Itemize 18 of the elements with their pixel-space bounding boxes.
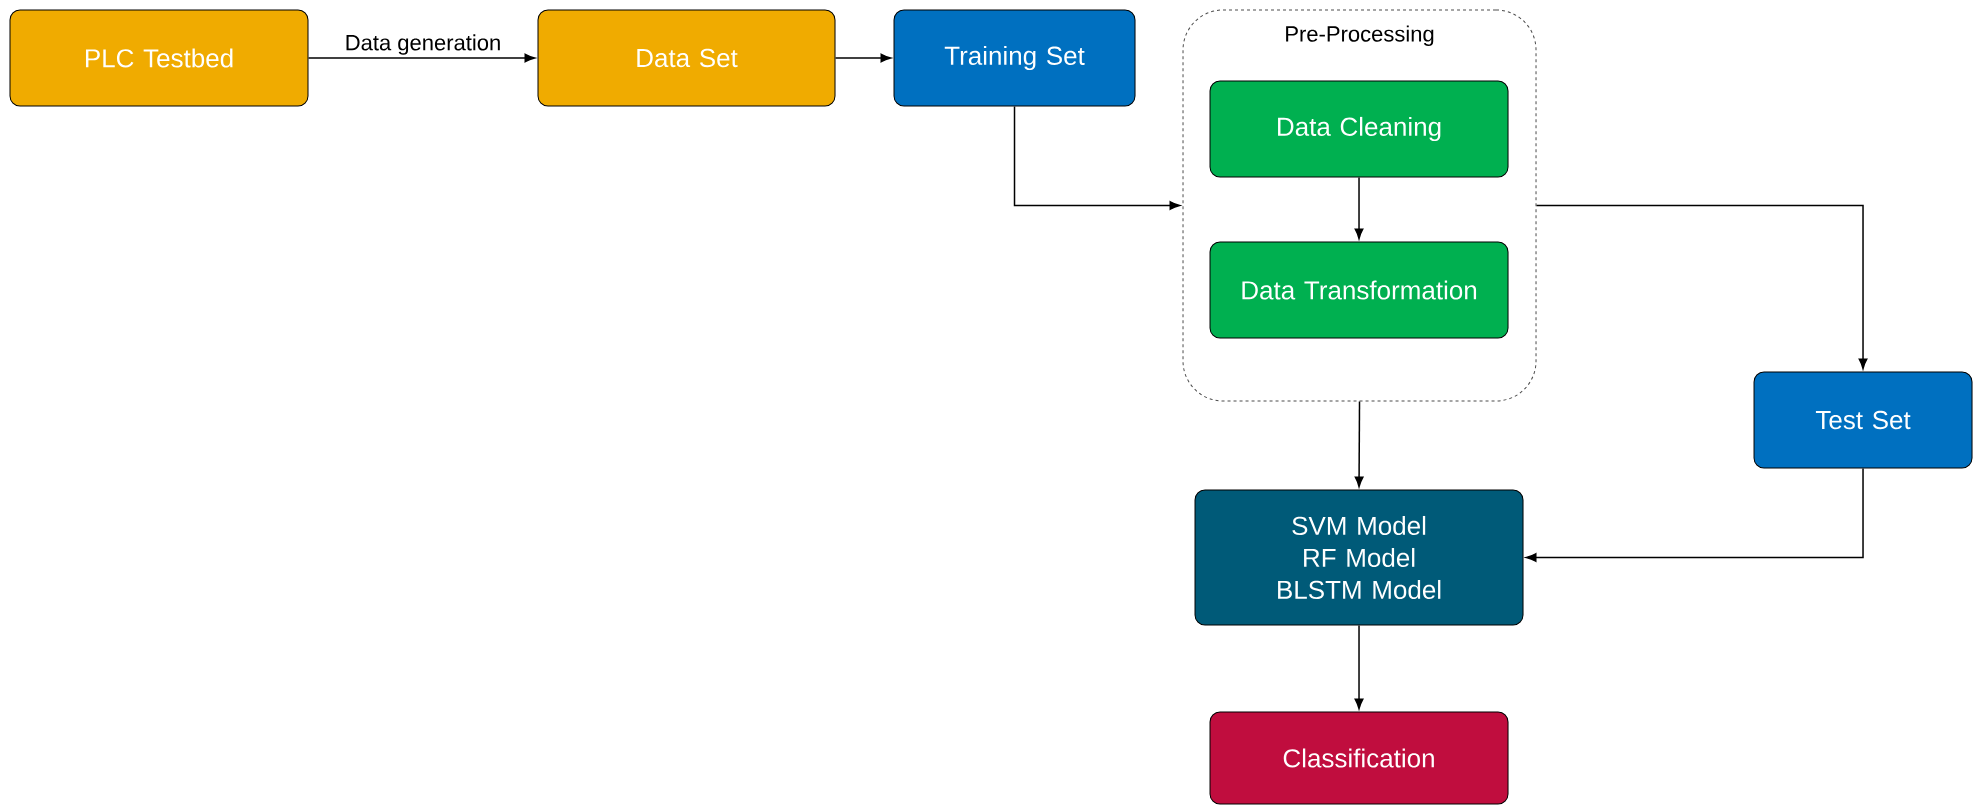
process-box: Data Transformation [1209, 241, 1509, 339]
arrow [1354, 624, 1364, 710]
arrow [1354, 400, 1364, 488]
process-box: Classification [1209, 711, 1509, 805]
edge-label: Data generation [343, 33, 503, 56]
arrow [1535, 204, 1868, 370]
arrow [1525, 467, 1864, 562]
arrow [1354, 176, 1364, 240]
process-box: Training Set [893, 9, 1136, 107]
process-box: SVM Model RF Model BLSTM Model [1194, 489, 1524, 626]
process-box: Data Set [537, 9, 836, 107]
arrow [307, 53, 536, 63]
group-heading: Pre-Processing [1286, 25, 1434, 47]
process-box: Test Set [1753, 371, 1973, 469]
arrow [834, 53, 892, 63]
process-box: PLC Testbed [9, 9, 309, 107]
process-box: Data Cleaning [1209, 80, 1509, 178]
arrow [1013, 105, 1181, 210]
